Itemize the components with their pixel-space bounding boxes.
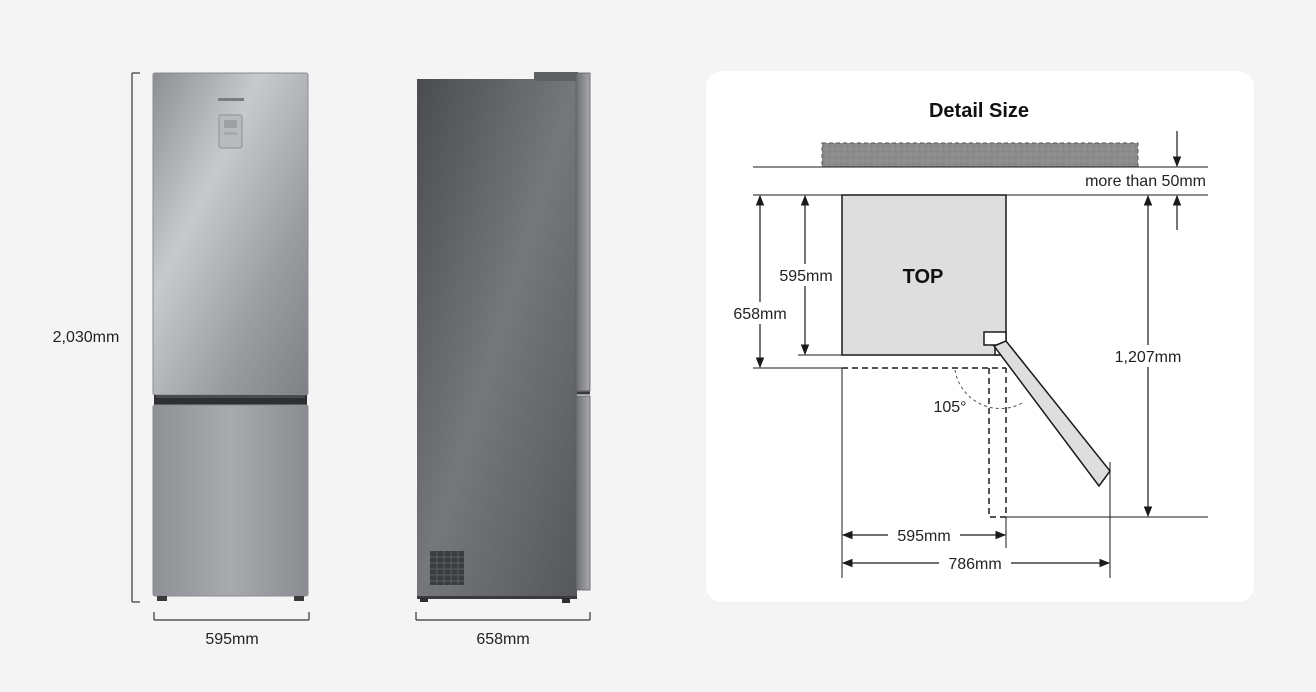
side-foot-rear	[420, 598, 428, 602]
total-depth-label: 658mm	[733, 306, 786, 323]
front-width-label: 595mm	[205, 631, 258, 648]
side-depth-bracket	[415, 612, 591, 621]
side-foot-front	[562, 598, 570, 603]
door-handle-gap	[154, 395, 307, 405]
rear-vent-grille	[430, 551, 464, 585]
fridge-top-view	[841, 194, 1007, 356]
fridge-side-body	[417, 79, 577, 598]
top-hinge-cover	[534, 72, 578, 81]
total-depth-arrow	[729, 194, 791, 369]
side-view: 658mm	[415, 72, 591, 648]
side-upper-door-edge	[575, 72, 591, 392]
door-open-depth-label: 1,207mm	[1115, 349, 1182, 366]
height-dimension-bracket	[46, 72, 140, 603]
open-door	[992, 340, 1111, 488]
height-label: 2,030mm	[53, 329, 120, 346]
front-width-bracket	[153, 612, 310, 621]
door-swing-arc	[954, 369, 1025, 409]
side-lower-door-edge	[575, 395, 591, 591]
closed-door-outline	[842, 367, 1007, 518]
door-open-width-label: 786mm	[948, 556, 1001, 573]
front-view: 2,030mm 595mm	[46, 72, 310, 648]
control-display-panel	[218, 114, 243, 149]
fridge-lower-door	[152, 404, 309, 597]
front-foot-right	[294, 596, 304, 601]
door-open-width-arrow	[841, 552, 1111, 574]
angle-label: 105°	[933, 399, 966, 416]
clearance-label: more than 50mm	[1085, 173, 1206, 190]
brand-logo	[218, 98, 244, 101]
detail-size-title: Detail Size	[929, 100, 1029, 122]
body-depth-arrow	[776, 194, 836, 356]
front-foot-left	[157, 596, 167, 601]
body-width-arrow	[841, 524, 1007, 546]
side-depth-label: 658mm	[476, 631, 529, 648]
door-open-depth-arrow	[1113, 194, 1185, 518]
detail-size-diagram: Detail Size more than 50mm TOP 105°	[729, 100, 1208, 578]
body-width-label: 595mm	[897, 528, 950, 545]
wall-block	[821, 142, 1139, 168]
side-base	[417, 596, 577, 599]
body-depth-label: 595mm	[779, 268, 832, 285]
top-label: TOP	[903, 266, 944, 288]
